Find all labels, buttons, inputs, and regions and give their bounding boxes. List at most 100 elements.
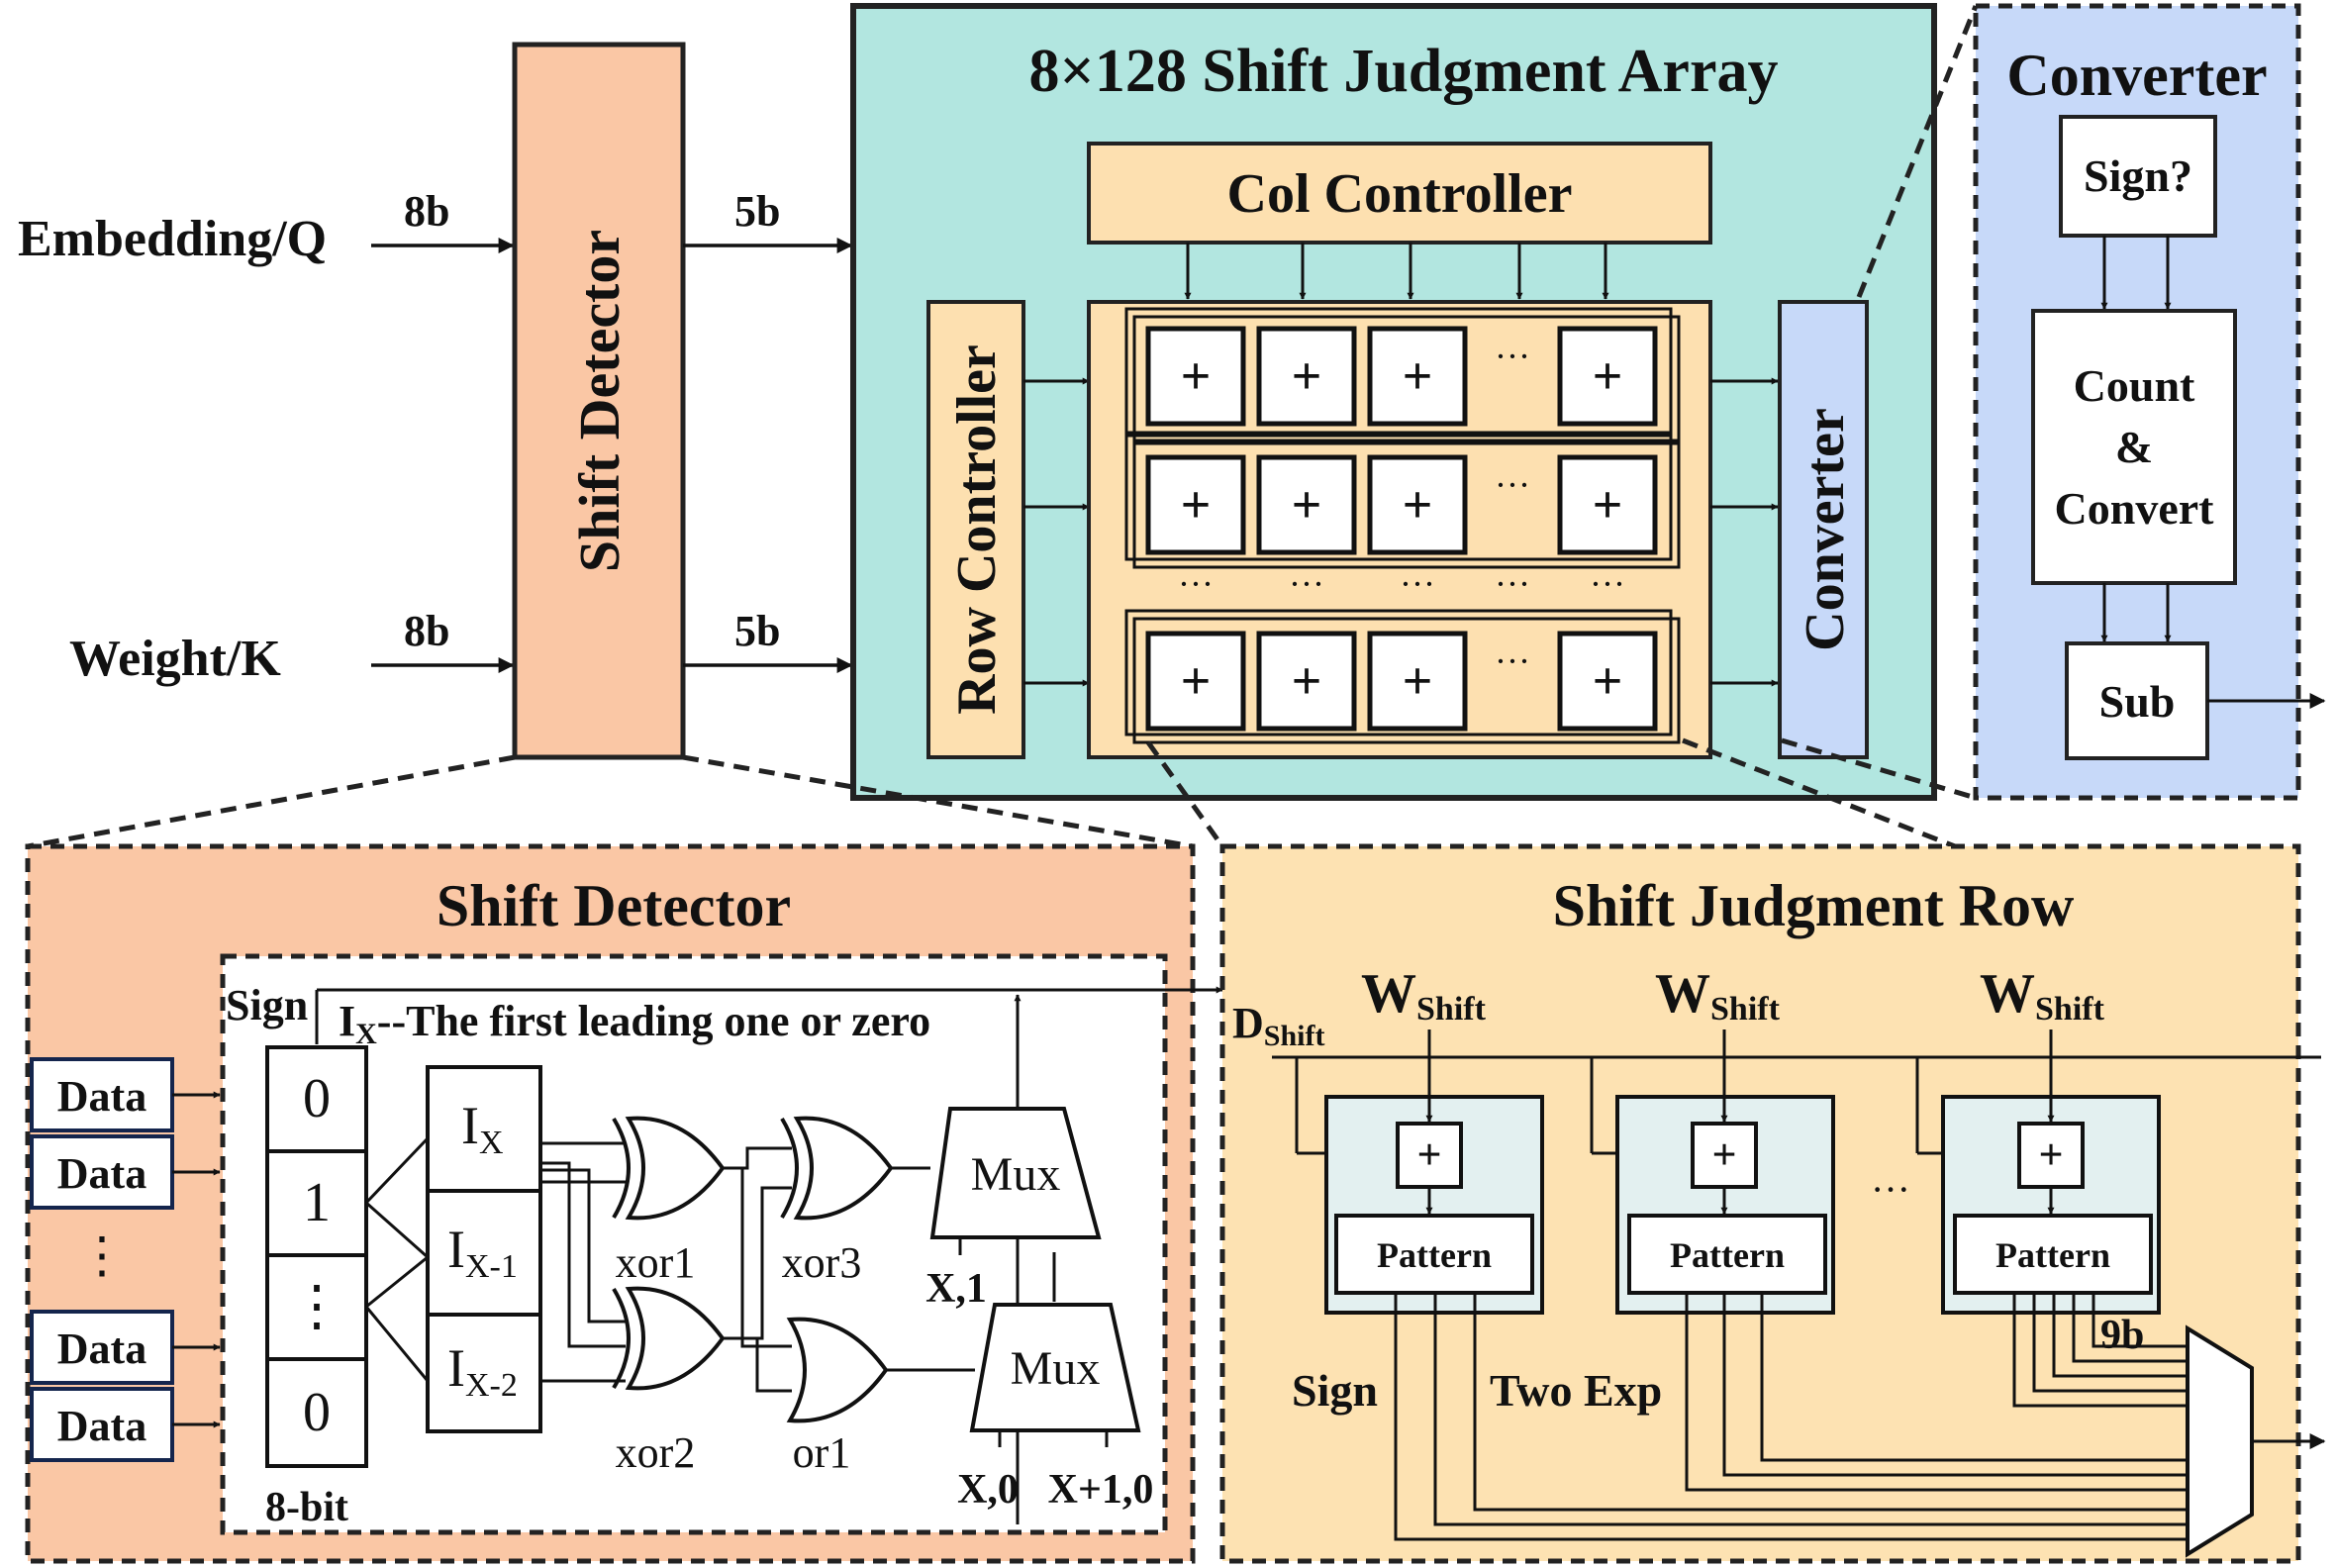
d-shift-label: DShift	[1232, 999, 1324, 1052]
data-input-box	[30, 1310, 174, 1385]
shift-detector-block-label: Shift Detector	[567, 230, 632, 572]
mux1-input-label: X,1	[925, 1266, 987, 1312]
pe-ellipsis: ···	[1289, 564, 1324, 604]
count-label: Count	[2074, 360, 2195, 411]
mux2	[969, 1303, 1141, 1432]
col-controller-label: Col Controller	[1227, 163, 1573, 225]
pe-cell	[1367, 454, 1468, 555]
pe-plus: +	[1181, 651, 1212, 711]
pe-cell	[1256, 454, 1357, 555]
pe-plus: +	[1292, 651, 1322, 711]
bits-9b-label: 9b	[2100, 1313, 2144, 1358]
xor3-gate	[793, 1116, 894, 1221]
ix-note: IX--The first leading one or zero	[339, 997, 930, 1050]
pe-row-3	[1132, 617, 1681, 744]
pe-ellipsis: ···	[1495, 564, 1530, 604]
shift-judgment-row-title: Shift Judgment Row	[1553, 873, 2075, 938]
row-controller	[926, 300, 1025, 759]
pe-plus: +	[1292, 346, 1322, 406]
col-controller	[1087, 142, 1712, 245]
data-input-label: Data	[57, 1149, 146, 1198]
array-converter-label: Converter	[1795, 408, 1856, 651]
bit-cell	[265, 1253, 368, 1361]
ix-label: IX	[461, 1096, 504, 1161]
pe-cell	[1145, 326, 1246, 427]
unit-adder-symbol: +	[1711, 1130, 1736, 1179]
shift-detector-inner	[220, 953, 1168, 1535]
unit-adder-symbol: +	[2038, 1130, 2063, 1179]
data-input-box	[30, 1387, 174, 1462]
ix-2-box	[426, 1313, 542, 1433]
data-vdots: ⋮	[77, 1227, 127, 1283]
pe-ellipsis: ···	[1590, 564, 1625, 604]
sign-check-label: Sign?	[2084, 150, 2192, 201]
mux1	[929, 1107, 1102, 1239]
pe-plus: +	[1181, 346, 1212, 406]
pattern-label: Pattern	[1377, 1235, 1492, 1275]
bit-value: 1	[303, 1172, 331, 1233]
ampersand-label: &	[2115, 422, 2153, 472]
pe-plus: +	[1292, 475, 1322, 535]
sub-box	[2065, 641, 2209, 760]
xor3-label: xor3	[782, 1238, 862, 1287]
ix-2-label: IX-2	[447, 1338, 518, 1404]
bit-cell	[265, 1357, 368, 1468]
xor1-gate	[625, 1116, 726, 1221]
pattern-box	[1953, 1214, 2153, 1295]
xor2-label: xor2	[616, 1428, 696, 1477]
pe-ellipsis: ···	[1495, 465, 1530, 505]
unit-adder	[1691, 1122, 1758, 1189]
array-converter	[1778, 300, 1869, 759]
unit-ellipsis: ···	[1871, 1167, 1910, 1212]
pe-ellipsis: ···	[1400, 564, 1435, 604]
weight-label: Weight/K	[69, 631, 281, 687]
pe-plus: +	[1403, 651, 1433, 711]
xor2-gate	[625, 1286, 726, 1391]
pe-row-1	[1132, 315, 1681, 442]
or1-gate	[786, 1317, 889, 1423]
ix-1-label: IX-1	[447, 1220, 518, 1285]
pe-plus: +	[1593, 651, 1623, 711]
pe-plus: +	[1593, 346, 1623, 406]
bit-value: 0	[303, 1382, 331, 1443]
w-shift-label: WShift	[1655, 963, 1781, 1028]
pe-plus: +	[1403, 475, 1433, 535]
pe-cell	[1557, 631, 1658, 732]
pe-ellipsis: ···	[1495, 641, 1530, 681]
mux2-label: Mux	[1011, 1342, 1101, 1395]
sign-check-box	[2059, 115, 2217, 238]
unit-adder	[2017, 1122, 2085, 1189]
pe-cell	[1367, 631, 1468, 732]
mux2-input-b: X+1,0	[1048, 1467, 1154, 1513]
w-shift-label: WShift	[1980, 963, 2105, 1028]
bit-value: ⋮	[289, 1276, 344, 1337]
output-mux	[2186, 1324, 2254, 1558]
count-convert-box	[2031, 309, 2237, 585]
mux1-label: Mux	[971, 1148, 1061, 1201]
sign-label: Sign	[226, 981, 308, 1029]
pe-plus: +	[1403, 346, 1433, 406]
data-input-label: Data	[57, 1402, 146, 1450]
data-input-label: Data	[57, 1324, 146, 1373]
row-controller-label: Row Controller	[946, 344, 1008, 715]
pe-cell	[1256, 631, 1357, 732]
shift-detector-detail-title: Shift Detector	[437, 873, 791, 938]
data-input-label: Data	[57, 1072, 146, 1121]
bit-value: 0	[303, 1068, 331, 1129]
sign-output-label: Sign	[1292, 1365, 1378, 1416]
pattern-label: Pattern	[1995, 1235, 2110, 1275]
pattern-label: Pattern	[1670, 1235, 1785, 1275]
weight-out-bits: 5b	[734, 607, 780, 655]
pe-plus: +	[1593, 475, 1623, 535]
or1-label: or1	[793, 1428, 851, 1477]
pe-cell	[1557, 454, 1658, 555]
w-shift-label: WShift	[1361, 963, 1487, 1028]
convert-label: Convert	[2055, 483, 2215, 534]
embedding-label: Embedding/Q	[18, 211, 327, 267]
pe-cell	[1145, 454, 1246, 555]
bit-cell	[265, 1045, 368, 1153]
pe-cell	[1367, 326, 1468, 427]
unit-adder-symbol: +	[1416, 1130, 1441, 1179]
pe-plus: +	[1181, 475, 1212, 535]
